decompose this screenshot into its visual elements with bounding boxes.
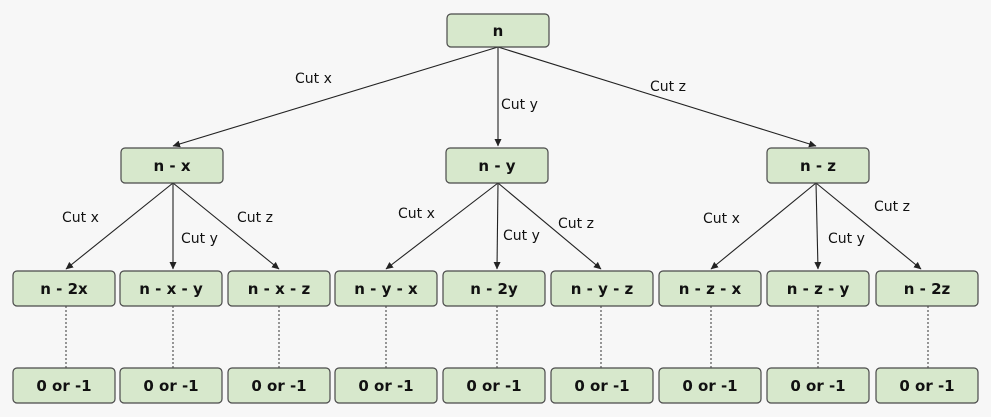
edge-root-to-nx	[172, 46, 499, 148]
edge-ny-to-nyx	[385, 182, 499, 270]
node-l3-1: 0 or -1	[12, 367, 116, 404]
node-l2-9: n - 2z	[875, 270, 979, 307]
node-l2-1: n - 2x	[12, 270, 116, 307]
node-l2-7: n - z - x	[658, 270, 762, 307]
node-l3-8-label: 0 or -1	[790, 377, 845, 395]
node-l2-1-label: n - 2x	[40, 280, 88, 298]
edge-label-root-cut-x: Cut x	[295, 71, 332, 87]
node-l3-9: 0 or -1	[875, 367, 979, 404]
node-l2-2-label: n - x - y	[139, 280, 203, 298]
edge-label-ny-cut-x: Cut x	[398, 206, 435, 222]
node-l3-6: 0 or -1	[550, 367, 654, 404]
edge-label-ny-cut-z: Cut z	[558, 216, 594, 232]
node-l3-2-label: 0 or -1	[143, 377, 198, 395]
node-l2-9-label: n - 2z	[904, 280, 951, 298]
node-l3-7: 0 or -1	[658, 367, 762, 404]
edge-label-nz-cut-x: Cut x	[703, 211, 740, 227]
edge-label-root-cut-y: Cut y	[501, 97, 538, 113]
node-l2-3-label: n - x - z	[248, 280, 311, 298]
node-l2-4: n - y - x	[334, 270, 438, 307]
edge-label-ny-cut-y: Cut y	[503, 228, 540, 244]
node-l1-2: n - y	[445, 147, 549, 184]
edge-label-nz-cut-z: Cut z	[874, 199, 910, 215]
node-l2-2: n - x - y	[119, 270, 223, 307]
node-l2-5: n - 2y	[442, 270, 546, 307]
edge-label-nx-cut-z: Cut z	[237, 210, 273, 226]
edge-label-nx-cut-x: Cut x	[62, 210, 99, 226]
node-l2-6-label: n - y - z	[571, 280, 634, 298]
node-l3-9-label: 0 or -1	[899, 377, 954, 395]
edge-nx-to-nxz	[172, 182, 280, 270]
node-l3-6-label: 0 or -1	[574, 377, 629, 395]
node-l1-1-label: n - x	[153, 157, 190, 175]
edge-nz-to-nzx	[710, 182, 817, 270]
node-root-label: n	[493, 22, 504, 40]
node-l1-3: n - z	[766, 147, 870, 184]
node-l3-4-label: 0 or -1	[358, 377, 413, 395]
node-l3-4: 0 or -1	[334, 367, 438, 404]
edge-nz-to-nzy	[814, 182, 822, 270]
node-l2-6: n - y - z	[550, 270, 654, 307]
edge-nz-to-n2z	[815, 182, 922, 270]
node-l2-4-label: n - y - x	[354, 280, 418, 298]
edge-label-nz-cut-y: Cut y	[828, 231, 865, 247]
edge-label-nx-cut-y: Cut y	[181, 231, 218, 247]
node-l3-2: 0 or -1	[119, 367, 223, 404]
node-l2-8: n - z - y	[766, 270, 870, 307]
edge-root-to-nz	[497, 46, 817, 148]
edge-nx-to-n2x	[65, 182, 174, 270]
edge-ny-to-nyz	[497, 182, 602, 270]
node-l3-5-label: 0 or -1	[466, 377, 521, 395]
node-l3-1-label: 0 or -1	[36, 377, 91, 395]
node-l1-3-label: n - z	[800, 157, 836, 175]
node-l3-7-label: 0 or -1	[682, 377, 737, 395]
node-l2-3: n - x - z	[227, 270, 331, 307]
node-l3-8: 0 or -1	[766, 367, 870, 404]
node-l1-1: n - x	[120, 147, 224, 184]
node-l3-5: 0 or -1	[442, 367, 546, 404]
node-l3-3-label: 0 or -1	[251, 377, 306, 395]
node-l2-7-label: n - z - x	[679, 280, 742, 298]
edge-ny-to-n2y	[493, 182, 501, 270]
node-l2-8-label: n - z - y	[787, 280, 850, 298]
node-l3-3: 0 or -1	[227, 367, 331, 404]
node-root: n	[446, 13, 550, 48]
node-l1-2-label: n - y	[478, 157, 515, 175]
node-l2-5-label: n - 2y	[470, 280, 518, 298]
edge-label-root-cut-z: Cut z	[650, 79, 686, 95]
